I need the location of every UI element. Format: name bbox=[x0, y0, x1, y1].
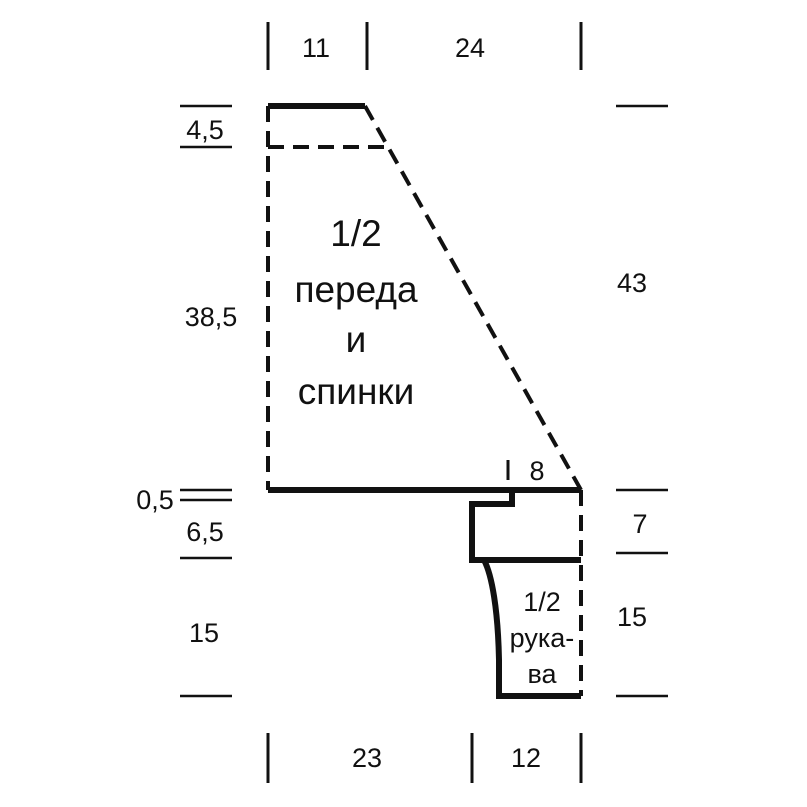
dim-inner-small: 8 bbox=[529, 456, 544, 486]
body-label: 1/2 переда и спинки bbox=[294, 213, 418, 412]
top-dimension-ticks bbox=[266, 22, 583, 70]
dim-right-total: 43 bbox=[617, 268, 647, 298]
dim-left-shoulder: 4,5 bbox=[186, 115, 224, 145]
left-dimension-lines bbox=[180, 104, 232, 698]
dim-bottom-left: 23 bbox=[352, 743, 382, 773]
dim-left-sleeve-top: 6,5 bbox=[186, 517, 224, 547]
bottom-dimension-ticks bbox=[266, 733, 583, 783]
body-label-line3: и bbox=[346, 319, 367, 360]
right-dimension-lines bbox=[616, 104, 668, 698]
dim-bottom-right: 12 bbox=[511, 743, 541, 773]
sleeve-label-line2: рука- bbox=[510, 623, 575, 653]
sleeve-label-line3: ва bbox=[527, 659, 557, 689]
body-label-line4: спинки bbox=[298, 371, 415, 412]
dim-left-gap: 0,5 bbox=[136, 485, 174, 515]
body-piece bbox=[266, 103, 583, 493]
dim-right-sleeve-top: 7 bbox=[632, 509, 647, 539]
body-label-line1: 1/2 bbox=[330, 213, 381, 254]
dim-left-sleeve: 15 bbox=[189, 618, 219, 648]
sleeve-piece bbox=[469, 490, 583, 699]
sleeve-label: 1/2 рука- ва bbox=[510, 587, 575, 689]
sleeve-label-line1: 1/2 bbox=[523, 587, 561, 617]
dim-top-left: 11 bbox=[302, 33, 330, 63]
dim-left-body: 38,5 bbox=[185, 302, 238, 332]
dim-top-right: 24 bbox=[455, 33, 485, 63]
body-label-line2: переда bbox=[294, 269, 418, 310]
dim-right-sleeve: 15 bbox=[617, 602, 647, 632]
